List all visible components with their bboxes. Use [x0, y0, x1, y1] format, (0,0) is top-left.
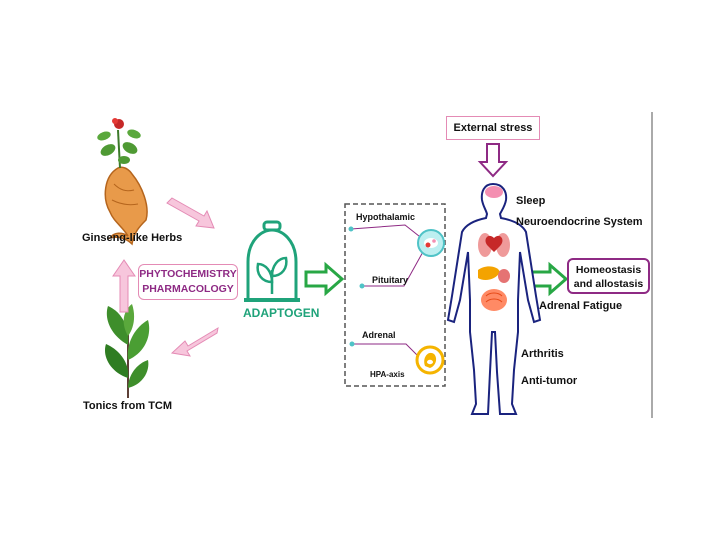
liver-organ-icon	[478, 266, 500, 280]
pharmacology-label: PHARMACOLOGY	[142, 283, 234, 295]
pituitary-label: Pituitary	[372, 275, 409, 285]
phytochemistry-label: PHYTOCHEMISTRY	[139, 268, 237, 280]
homeostasis-label: Homeostasis	[575, 264, 642, 276]
stress-down-arrow	[477, 143, 509, 178]
pink-arrow-herbs-to-adaptogen	[166, 197, 215, 229]
tonic-leaves-icon	[104, 304, 150, 398]
green-arrow-to-hpa	[304, 261, 345, 297]
allostasis-label: and allostasis	[573, 278, 644, 290]
sleep-label: Sleep	[516, 195, 546, 207]
tonics-tcm-label: Tonics from TCM	[83, 400, 173, 412]
pink-arrow-adaptogen-to-tonics	[170, 326, 219, 357]
heart-organ-icon	[485, 235, 503, 252]
stomach-organ-icon	[498, 269, 510, 283]
hpa-dashed-box	[344, 203, 446, 387]
ginseng-herbs-label: Ginseng-like Herbs	[82, 232, 183, 244]
hypothalamic-label: Hypothalamic	[356, 212, 416, 222]
phytochemistry-pharmacology-box: PHYTOCHEMISTRY PHARMACOLOGY	[138, 264, 238, 300]
brain-organ-icon	[485, 186, 503, 198]
external-stress-label: External stress	[453, 122, 533, 134]
adrenal-gland-icon	[415, 345, 445, 375]
hpa-connectors	[348, 224, 425, 357]
adaptogen-label: ADAPTOGEN	[243, 306, 320, 320]
pink-arrow-up-to-herbs	[112, 259, 136, 313]
human-body-icon	[446, 182, 542, 415]
external-stress-box: External stress	[446, 116, 540, 140]
adrenal-fatigue-label: Adrenal Fatigue	[539, 300, 623, 312]
neuroendocrine-label: Neuroendocrine System	[516, 216, 643, 228]
adaptogen-jar-icon	[244, 220, 300, 302]
homeostasis-box: Homeostasis and allostasis	[567, 258, 650, 294]
adrenal-label: Adrenal	[362, 330, 396, 340]
intestine-organ-icon	[481, 289, 507, 311]
hypothalamus-brain-icon	[417, 229, 445, 257]
ginseng-root-icon	[97, 118, 148, 246]
arthritis-label: Arthritis	[521, 348, 564, 360]
anti-tumor-label: Anti-tumor	[521, 375, 578, 387]
hpa-axis-label: HPA-axis	[370, 370, 405, 379]
